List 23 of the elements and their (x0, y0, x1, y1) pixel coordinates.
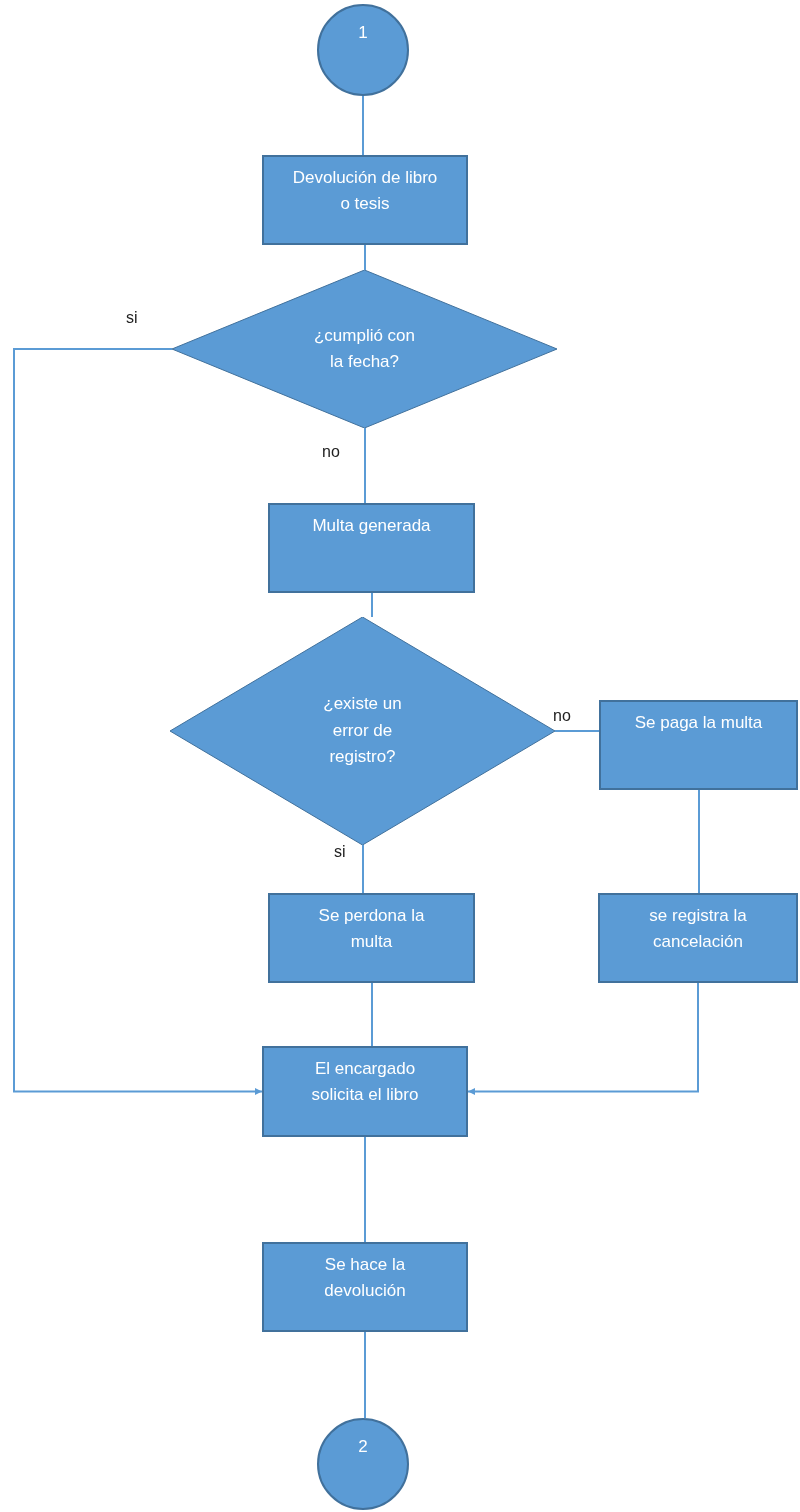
connector-line (698, 789, 700, 894)
process-box: El encargado solicita el libro (262, 1046, 468, 1137)
process-box: Devolución de libro o tesis (262, 155, 468, 245)
process-box: se registra la cancelación (598, 893, 798, 983)
process-box: Se perdona la multa (268, 893, 475, 983)
connector-line (364, 1136, 366, 1243)
connector-circle: 2 (317, 1418, 409, 1510)
connector-line (362, 95, 364, 156)
process-box: Multa generada (268, 503, 475, 593)
connector-line (371, 592, 373, 618)
connector-line (371, 982, 373, 1047)
process-box: Se paga la multa (599, 700, 798, 790)
arrow (467, 982, 699, 1095)
decision-diamond: ¿cumplió con la fecha? (172, 270, 557, 428)
process-box: Se hace la devolución (262, 1242, 468, 1332)
connector-line (364, 427, 366, 504)
connector-line (364, 1331, 366, 1419)
decision-diamond: ¿existe un error de registro? (170, 617, 555, 845)
connector-line (554, 730, 600, 732)
connector-line (362, 844, 364, 894)
arrow (13, 348, 263, 1095)
connector-circle: 1 (317, 4, 409, 96)
connector-line (364, 244, 366, 271)
